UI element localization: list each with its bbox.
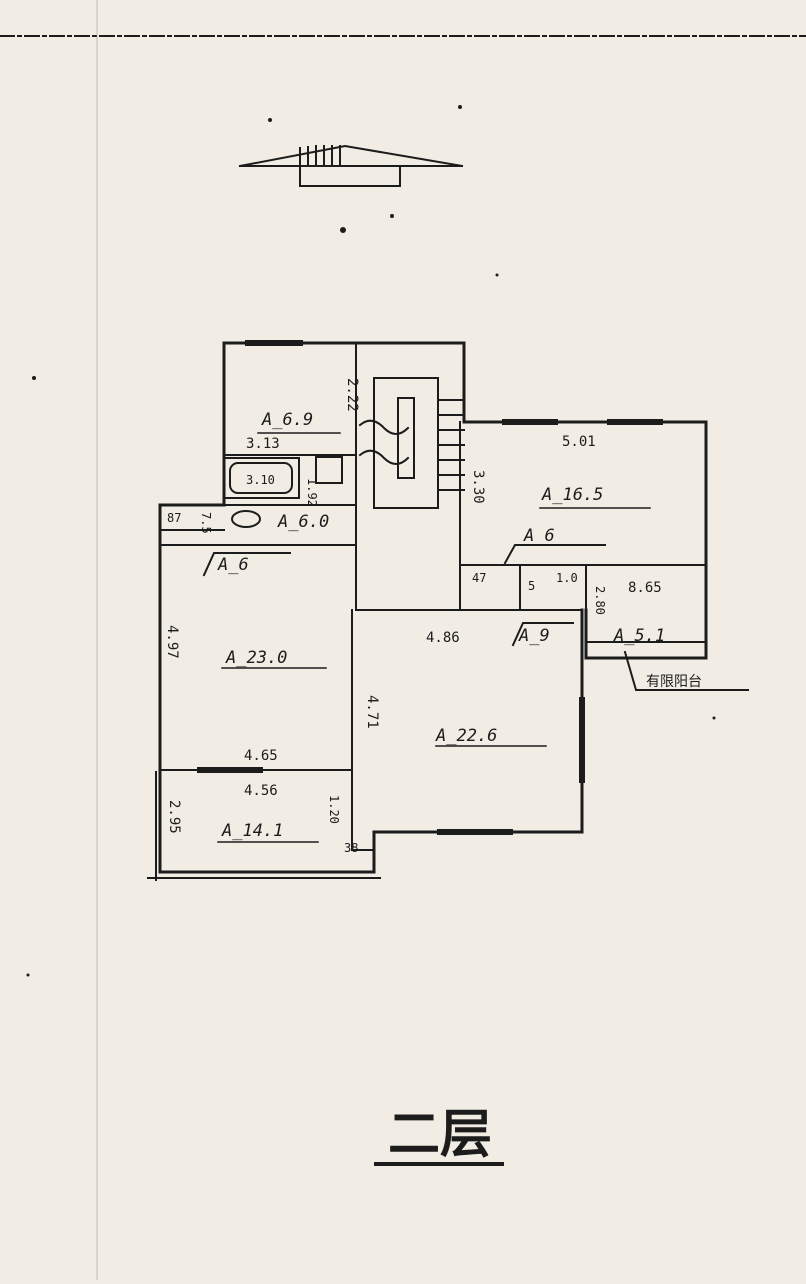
- room-bottom-left-dim-d: 38: [344, 841, 358, 855]
- elevation-sketch: [238, 144, 464, 187]
- balcony-area: A_5.1: [613, 626, 665, 646]
- paper-speckles: [26, 105, 716, 977]
- note-label: 有限阳台: [646, 674, 702, 690]
- room-top-left-area: A_6.9: [261, 410, 313, 430]
- room-right-big-width: 5.01: [562, 434, 596, 450]
- room-bottom-left-height: 2.95: [166, 800, 182, 834]
- balcony-height: 2.80: [593, 586, 607, 615]
- paper-fold-line: [96, 0, 98, 1280]
- corridor-right-area: A_6: [523, 526, 555, 546]
- room-center-big-area: A_22.6: [435, 726, 497, 746]
- room-left-big-height: 4.97: [164, 625, 180, 659]
- room-top-left-height: 2.22: [344, 378, 360, 412]
- interior-walls: [147, 342, 749, 881]
- room-left-big-area: A_23.0: [225, 648, 287, 668]
- floor-title: 二层: [388, 1104, 492, 1165]
- room-wc-dim-a: 87: [167, 511, 181, 525]
- room-top-left-width: 3.13: [246, 436, 280, 452]
- room-right-big-area: A_16.5: [541, 485, 603, 505]
- bath-dim-b: 1.92: [305, 478, 319, 507]
- room-small-mid-dim-b: 5: [528, 579, 535, 593]
- room-bottom-left-dim-c: 1.20: [327, 795, 341, 824]
- balcony-width: 8.65: [628, 580, 662, 596]
- bath-dim-a: 3.10: [246, 473, 275, 487]
- room-right-big-height: 3.30: [470, 470, 486, 504]
- window-marks: [197, 340, 663, 835]
- room-wc-area: A_6.0: [277, 512, 329, 532]
- corridor-left-area: A_6: [217, 555, 249, 575]
- label-underlines: [217, 432, 651, 843]
- room-left-big-width: 4.65: [244, 748, 278, 764]
- room-center-big-width: 4.86: [426, 630, 460, 646]
- room-bottom-left-area: A_14.1: [221, 821, 283, 841]
- room-small-mid-dim-c: 47: [472, 571, 486, 585]
- room-bottom-left-width: 4.56: [244, 783, 278, 799]
- room-small-mid-dim-a: 1.0: [556, 571, 578, 585]
- room-center-big-height: 4.71: [364, 695, 380, 729]
- room-wc-dim-b: 7.5: [199, 512, 213, 534]
- room-small-mid-area: A_9: [518, 626, 550, 646]
